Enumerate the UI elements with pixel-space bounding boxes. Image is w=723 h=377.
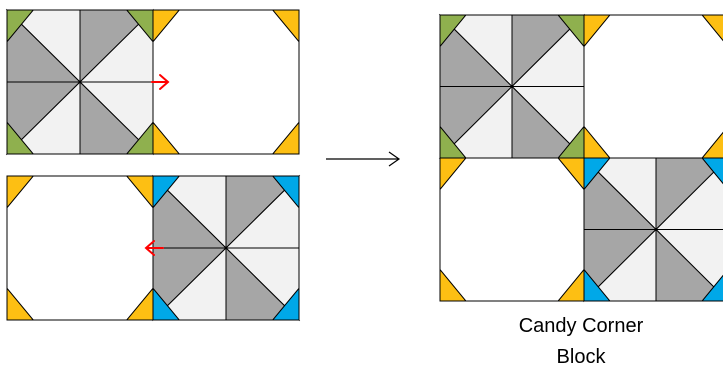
corner-triangle xyxy=(439,14,467,48)
corner-triangle xyxy=(152,9,181,44)
octagon-block xyxy=(152,9,300,155)
corner-triangle xyxy=(701,157,723,185)
block-background xyxy=(439,157,585,302)
join-arrow-left-icon xyxy=(144,240,164,256)
corner-triangle xyxy=(439,268,467,302)
corner-triangle xyxy=(271,286,300,321)
octagon-block xyxy=(583,14,723,159)
pinwheel-block xyxy=(582,156,723,303)
corner-triangle xyxy=(271,9,300,44)
corner-triangle xyxy=(6,9,35,44)
corner-triangle xyxy=(271,175,300,210)
octagon-block xyxy=(6,175,154,321)
block-background xyxy=(583,14,723,159)
process-arrow-icon xyxy=(326,151,401,167)
corner-triangle xyxy=(583,157,611,191)
corner-triangle xyxy=(152,120,181,155)
pinwheel-block xyxy=(5,8,155,156)
corner-triangle xyxy=(6,175,35,210)
corner-triangle xyxy=(583,14,611,48)
corner-triangle xyxy=(6,286,35,321)
result-block xyxy=(438,13,723,303)
octagon-block xyxy=(439,157,585,302)
top-pair-panel xyxy=(5,8,300,156)
corner-triangle xyxy=(6,120,35,155)
corner-triangle xyxy=(439,157,467,191)
join-arrow-right-icon xyxy=(151,74,170,90)
caption-line-2: Block xyxy=(556,346,606,368)
half-square-triangle xyxy=(655,228,723,302)
caption-line-1: Candy Corner xyxy=(518,315,644,337)
block-background xyxy=(6,175,154,321)
block-background xyxy=(152,9,300,155)
corner-triangle xyxy=(701,274,723,302)
corner-triangle xyxy=(701,14,723,42)
corner-triangle xyxy=(583,268,611,302)
corner-triangle xyxy=(152,286,181,321)
arrows xyxy=(144,74,401,256)
half-square-triangle xyxy=(225,246,301,321)
pinwheel-block xyxy=(438,13,586,160)
corner-triangle xyxy=(152,175,181,210)
bottom-pair-panel xyxy=(6,174,301,322)
pinwheel-block xyxy=(151,174,301,322)
half-square-triangle xyxy=(79,80,155,155)
corner-triangle xyxy=(271,120,300,155)
